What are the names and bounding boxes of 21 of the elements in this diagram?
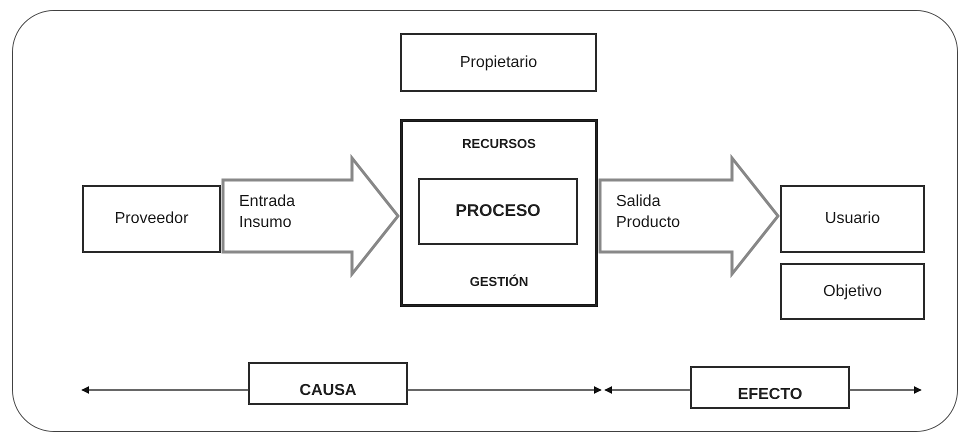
label-box [248, 362, 408, 405]
arrow [81, 386, 248, 394]
arrow [408, 386, 602, 394]
node-text: CAUSA [300, 380, 356, 400]
node-text: RECURSOS [462, 136, 536, 152]
process-box [82, 185, 221, 253]
node-text: Usuario [824, 209, 880, 229]
node-text: PROCESO [455, 201, 541, 222]
arrow [604, 386, 690, 394]
node-text: EFECTO [738, 384, 802, 404]
process-box [418, 178, 578, 245]
process-box [400, 119, 598, 307]
process-box [780, 185, 925, 253]
arrow [850, 386, 922, 394]
node-text: Proveedor [114, 209, 188, 229]
process-box [400, 33, 597, 92]
node-text: Objetivo [823, 282, 882, 302]
label-box [690, 366, 850, 409]
node-text: GESTIÓN [470, 274, 528, 290]
node-text: Propietario [460, 52, 538, 72]
process-box [780, 263, 925, 320]
